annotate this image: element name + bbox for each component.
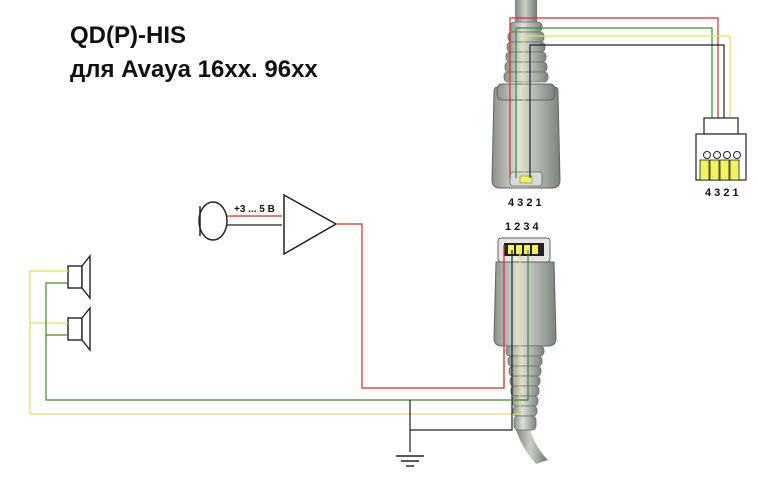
lower-connector-pin-labels: 1 2 3 4	[505, 221, 540, 233]
diagram-title-line2: для Avaya 16xx. 96xx	[70, 56, 318, 83]
speaker-top	[67, 254, 91, 300]
ground-wiring	[409, 400, 513, 452]
upper-qd-connector	[491, 0, 561, 189]
microphone	[198, 201, 228, 241]
lower-qd-connector	[493, 237, 557, 464]
ground-symbol	[396, 455, 424, 467]
amplifier-triangle	[283, 193, 338, 256]
mic-voltage-label: +3 ... 5 В	[234, 204, 275, 215]
upper-connector-pin-labels: 4 3 2 1	[508, 197, 542, 209]
diagram-title-line1: QD(P)-HIS	[70, 22, 186, 49]
rj-plug	[695, 117, 747, 181]
upper-wiring	[509, 17, 731, 178]
lower-internal-wiring	[503, 245, 529, 404]
amp-output-wire	[336, 223, 505, 389]
speaker-bottom	[67, 306, 91, 352]
rj-plug-pin-labels: 4 3 2 1	[705, 187, 739, 199]
speaker-wiring	[29, 270, 529, 415]
